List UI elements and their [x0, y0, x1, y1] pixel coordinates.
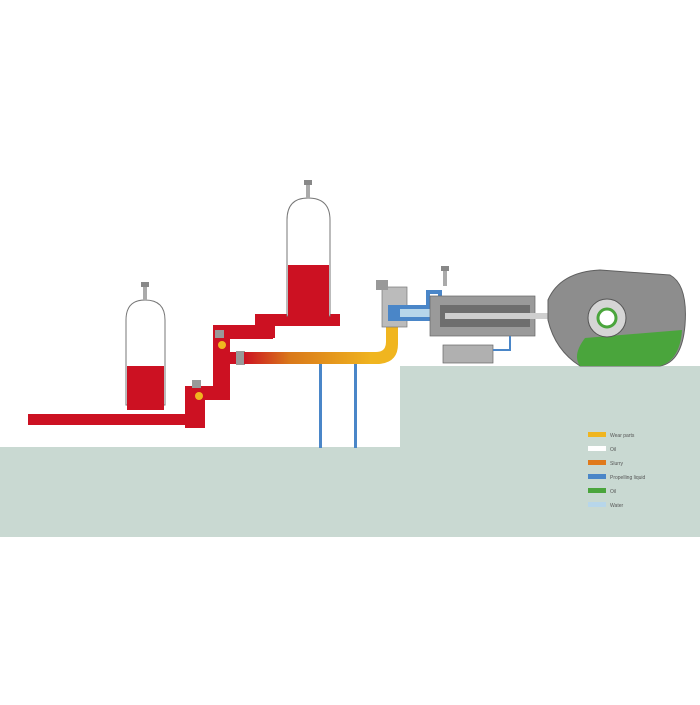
- crank-wheel-inner: [596, 307, 618, 329]
- valve-2: [215, 330, 224, 338]
- legend-label: Oil: [610, 489, 616, 495]
- support-rod-right: [354, 356, 357, 448]
- oil-sump: [576, 330, 682, 366]
- valve-1: [192, 380, 201, 388]
- pump-head-cap: [376, 280, 388, 290]
- legend-swatch: [588, 446, 606, 451]
- aux-connection-pipe: [493, 336, 511, 351]
- top-valve-stem: [443, 270, 447, 286]
- legend-swatch: [588, 488, 606, 493]
- tank-2: [286, 180, 331, 320]
- wear-part-marker-2: [195, 392, 203, 400]
- legend-label: Propelling liquid: [610, 475, 646, 481]
- legend-label: Wear parts: [610, 433, 635, 439]
- ground-raised-platform: [400, 366, 700, 448]
- tank-1: [125, 282, 166, 410]
- pump-head-light-blue: [400, 309, 430, 317]
- support-rod-left: [319, 356, 322, 448]
- legend-label: Slurry: [610, 461, 624, 467]
- feed-pipe-horizontal: [28, 414, 188, 425]
- valve-3: [236, 351, 245, 365]
- ground-lower: [0, 447, 700, 537]
- legend-swatch: [588, 432, 606, 437]
- top-valve-cap: [441, 266, 449, 271]
- legend-swatch: [588, 460, 606, 465]
- discharge-pipe-horizontal: [244, 352, 374, 364]
- feed-pipe-riser-2: [213, 338, 230, 398]
- legend-swatch: [588, 502, 606, 507]
- legend-swatch: [588, 474, 606, 479]
- piston-rod: [445, 313, 565, 319]
- auxiliary-unit: [442, 344, 494, 364]
- legend-label: Oil: [610, 447, 616, 453]
- feed-pipe-riser: [185, 392, 205, 428]
- wear-part-marker-1: [218, 341, 226, 349]
- legend-label: Water: [610, 503, 623, 509]
